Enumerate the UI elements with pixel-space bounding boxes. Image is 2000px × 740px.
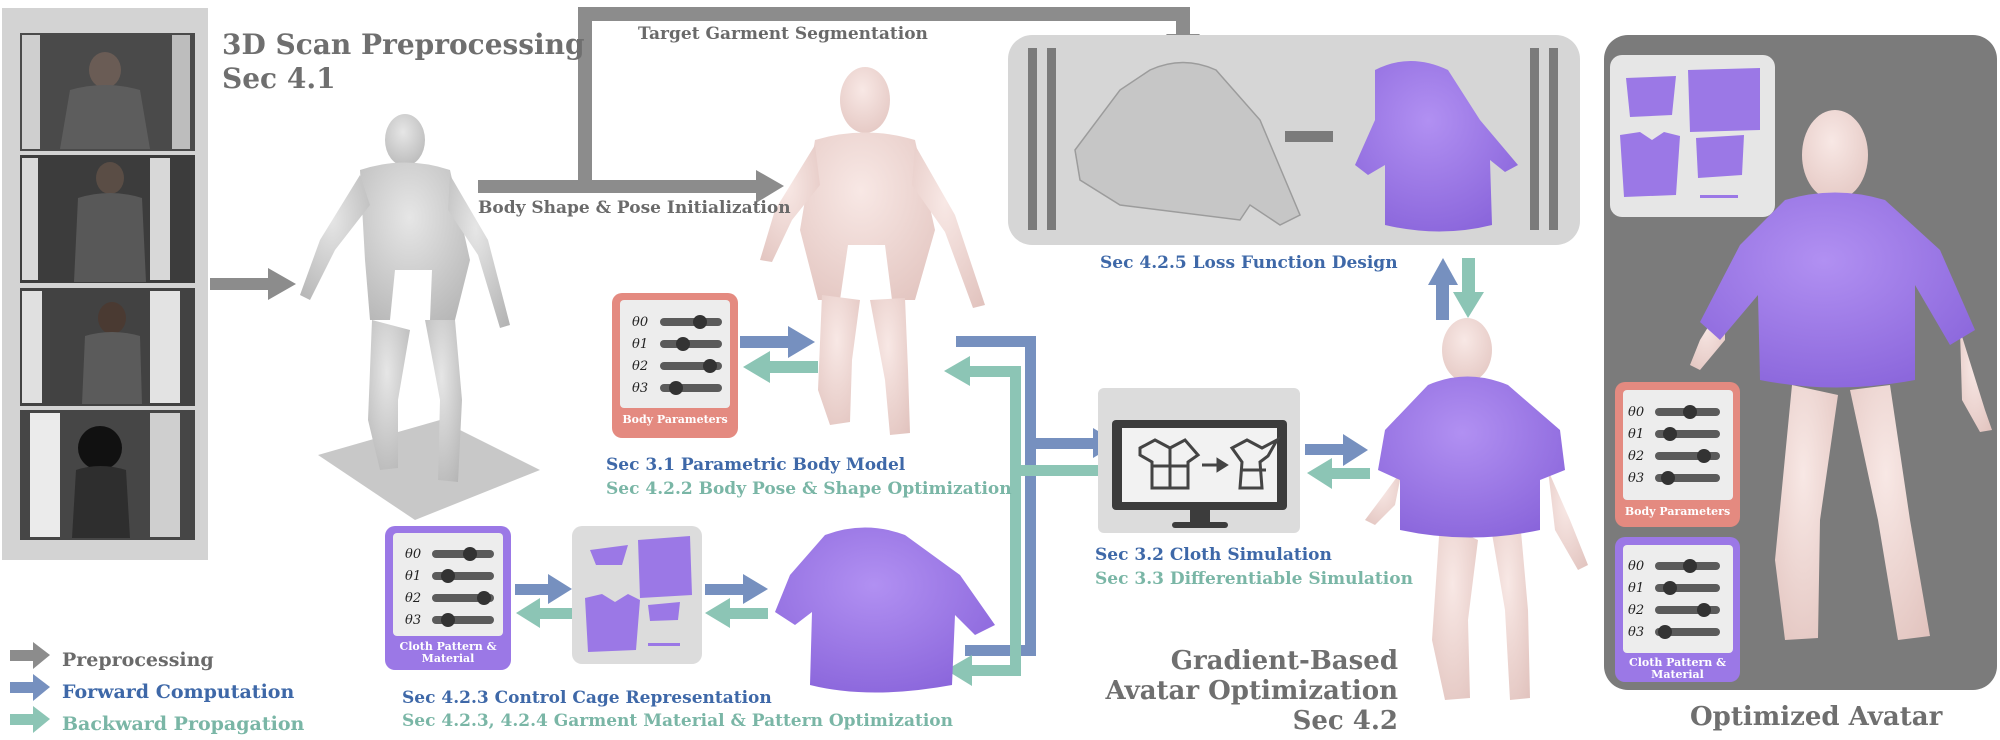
cloth-params-label: Cloth Pattern & Material [385, 641, 511, 665]
photo-frame-4 [20, 410, 195, 540]
gradient-title-line1: Gradient-Based [1170, 646, 1398, 676]
optimized-avatar-figure [1690, 110, 1992, 640]
photo-frame-3 [20, 288, 195, 406]
optimized-body-params-label: Body Parameters [1624, 505, 1731, 518]
garment-opt-caption: Sec 4.2.3, 4.2.4 Garment Material & Patt… [402, 711, 953, 731]
theta-0: θ0 [405, 547, 422, 562]
legend-backward: Backward Propagation [62, 713, 305, 735]
gradient-section: Sec 4.2 [1292, 706, 1398, 736]
theta-0: θ0 [1628, 405, 1645, 420]
arrow-body-to-params [743, 351, 818, 383]
preprocess-title: 3D Scan Preprocessing [222, 28, 585, 61]
legend: Preprocessing Forward Computation Backwa… [62, 644, 304, 740]
arrow-cage-to-shirt [705, 574, 768, 604]
optimized-avatar-title: Optimized Avatar [1690, 702, 1943, 732]
target-segmentation-label: Target Garment Segmentation [638, 24, 928, 44]
theta-1: θ1 [632, 337, 649, 352]
optimized-pattern-card [1610, 55, 1775, 217]
arrow-body-init [478, 170, 784, 203]
theta-1: θ1 [1628, 427, 1645, 442]
control-cage-panel [572, 526, 702, 664]
preprocess-section: Sec 4.1 [222, 62, 336, 95]
theta-2: θ2 [405, 591, 422, 606]
optimized-cloth-params-label: Cloth Pattern & Material [1615, 657, 1740, 681]
theta-3: θ3 [1628, 625, 1645, 640]
input-photo-strip [2, 8, 208, 560]
theta-3: θ3 [1628, 471, 1645, 486]
parametric-body [760, 67, 985, 435]
arrow-sim-to-avatar [1305, 434, 1368, 466]
legend-preprocessing: Preprocessing [62, 649, 214, 671]
arrow-loss-forward [1428, 258, 1458, 320]
loss-function-panel [1008, 35, 1580, 245]
loss-caption: Sec 4.2.5 Loss Function Design [1100, 253, 1398, 273]
optimized-avatar-panel [1604, 35, 1997, 690]
optimized-cloth-params-label-line1: Cloth Pattern & [1629, 656, 1726, 669]
body-opt-caption: Sec 4.2.2 Body Pose & Shape Optimization [606, 479, 1012, 499]
photo-frame-1 [20, 33, 195, 151]
arrow-avatar-to-sim [1307, 458, 1370, 489]
scan-mesh [300, 114, 540, 520]
optimized-cloth-thetas: θ0 θ1 θ2 θ3 [1628, 556, 1644, 644]
theta-2: θ2 [1628, 449, 1645, 464]
cloth-params-thetas: θ0 θ1 θ2 θ3 [405, 544, 421, 632]
optimized-cloth-params-panel [1615, 537, 1740, 682]
optimized-body-params-panel [1615, 382, 1740, 527]
body-params-label: Body Parameters [622, 413, 728, 426]
arrow-cage-to-cloth [516, 598, 573, 628]
cage-caption: Sec 4.2.3 Control Cage Representation [402, 688, 772, 708]
gradient-title-line2: Avatar Optimization [1105, 676, 1398, 706]
optimized-body-thetas: θ0 θ1 θ2 θ3 [1628, 402, 1644, 490]
garment-mesh [775, 527, 995, 693]
theta-3: θ3 [632, 381, 649, 396]
arrow-loss-backward [1453, 258, 1484, 318]
body-params-panel [612, 293, 738, 438]
diff-sim-caption: Sec 3.3 Differentiable Simulation [1095, 569, 1413, 589]
cloth-params-label-line2: Material [421, 652, 475, 665]
theta-2: θ2 [632, 359, 649, 374]
cloth-params-label-line1: Cloth Pattern & [399, 640, 497, 653]
body-params-thetas: θ0 θ1 θ2 θ3 [632, 312, 648, 400]
legend-forward: Forward Computation [62, 681, 295, 703]
theta-3: θ3 [405, 613, 422, 628]
theta-0: θ0 [1628, 559, 1645, 574]
legend-arrows [10, 642, 50, 733]
optimized-cloth-params-label-line2: Material [1651, 668, 1704, 681]
shirt-pattern-icon [1138, 436, 1281, 490]
body-init-label: Body Shape & Pose Initialization [478, 198, 791, 218]
photo-frame-2 [20, 155, 195, 283]
theta-1: θ1 [405, 569, 422, 584]
arrow-shirt-to-cage [705, 598, 768, 628]
theta-0: θ0 [632, 315, 649, 330]
arrow-photos-to-scan [210, 268, 296, 300]
arrow-params-to-body [740, 326, 815, 358]
theta-1: θ1 [1628, 581, 1645, 596]
center-avatar [1365, 318, 1588, 700]
cloth-simulation-panel [1098, 388, 1300, 533]
cloth-sim-caption: Sec 3.2 Cloth Simulation [1095, 545, 1332, 565]
arrow-cloth-to-cage [515, 574, 572, 604]
backward-routing [944, 356, 1099, 686]
theta-2: θ2 [1628, 603, 1645, 618]
cloth-params-panel [385, 526, 511, 670]
body-model-caption: Sec 3.1 Parametric Body Model [606, 455, 906, 475]
